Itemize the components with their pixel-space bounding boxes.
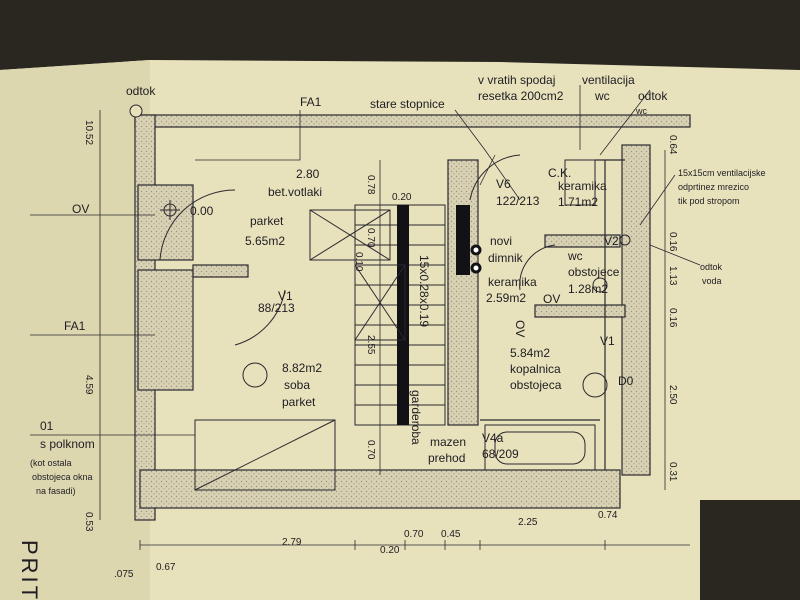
label-ck: C.K. [548,166,571,180]
label-stare-stopnice: stare stopnice [370,97,445,111]
label-stairs: 15x0.28x0.19 [417,255,431,327]
label-odtok-vode-2: voda [702,276,722,286]
label-v1-size: 88/213 [258,301,295,315]
dim-b-067: 0.67 [156,562,176,573]
label-h-280: 2.80 [296,167,320,181]
label-ventilacija: ventilacija [582,73,635,87]
dim-b-225: 2.25 [518,517,538,528]
label-ov-left: OV [72,202,89,216]
label-v1-right: V1 [600,334,615,348]
label-dd: D0 [618,374,634,388]
label-obstojece: obstojece [568,265,620,279]
dim-b-075: .075 [114,569,134,580]
label-soba: soba [284,378,310,392]
dim-r-016b: 0.16 [667,308,678,328]
paper-fold [0,60,150,600]
label-v6: V6 [496,177,511,191]
dim-b-045: 0.45 [441,529,461,540]
stair-beam-left [397,205,409,425]
label-s-polknom: s polknom [40,437,95,451]
label-novi: novi [490,234,512,248]
dim-b-279: 2.79 [282,537,302,548]
label-area-259: 2.59m2 [486,291,526,305]
label-dimnik: dimnik [488,251,524,265]
label-keramika-259: keramika [488,275,537,289]
label-o1: 01 [40,419,54,433]
label-kot-2: obstojeca okna [32,472,93,482]
dim-078: 0.78 [365,175,376,195]
label-v6-size: 122/213 [496,194,540,208]
dim-r-250: 2.50 [667,385,678,405]
interior-walls [192,159,626,470]
label-vent-note-1: 15x15cm ventilacijske [678,168,766,178]
dimension-lines [30,110,690,550]
dim-020: 0.20 [392,192,412,203]
dim-070a: 0.70 [365,228,376,248]
door-swings [159,154,556,346]
label-area-882: 8.82m2 [282,361,322,375]
label-ov-vert: OV [513,320,527,337]
label-level: 0.00 [190,204,214,218]
chimney-block [456,205,470,275]
label-vent-note-2: odprtinez mrezico [678,182,749,192]
dim-b-020: 0.20 [380,545,400,556]
dim-left-bot: 0.53 [83,512,94,532]
label-fa1-top: FA1 [300,95,322,109]
label-bet-votlaki: bet.votlaki [268,185,322,199]
dim-r-113: 1.13 [667,266,678,286]
wardrobe-box [194,419,336,491]
label-area-584: 5.84m2 [510,346,550,360]
dim-left-mid: 4.59 [83,375,94,395]
dim-r-016a: 0.16 [667,232,678,252]
label-parket2: parket [282,395,316,409]
label-area-171: 1.71m2 [558,195,598,209]
label-kopalnica: kopalnica [510,362,561,376]
label-ov-mid: OV [543,292,560,306]
label-parket: parket [250,214,284,228]
label-v4a: V4a [482,431,504,445]
bathroom-fixtures [129,104,631,471]
label-vent-note-3: tik pod stropom [678,196,740,206]
label-odtok-tr: odtok [638,89,668,103]
label-pritl: PRITLI [17,540,42,600]
dim-255: 2.55 [365,335,376,355]
label-wc-top: wc [594,89,610,103]
leader-lines [195,85,701,266]
dim-r-031: 0.31 [667,462,678,482]
label-kot-1: (kot ostala [30,458,72,468]
label-obstojeca: obstojeca [510,378,562,392]
label-wc-obstojece: wc [567,249,583,263]
label-wc-tr: wc [635,106,647,116]
label-area-128: 1.28m2 [568,282,608,296]
label-odtok-vode-1: odtok [700,262,723,272]
dim-r-064: 0.64 [667,135,678,155]
dim-b-070: 0.70 [404,529,424,540]
label-area-565: 5.65m2 [245,234,285,248]
dim-b-074: 0.74 [598,510,618,521]
label-keramika-171: keramika [558,179,607,193]
label-v-vratih-2: resetka 200cm2 [478,89,564,103]
exterior-walls [134,114,691,521]
chimney-flue-1 [470,244,482,256]
label-prehod: prehod [428,451,465,465]
label-garderoba: garderoba [409,390,423,445]
label-v4a-size: 68/209 [482,447,519,461]
chimney-flue-2 [470,262,482,274]
label-v-vratih-1: v vratih spodaj [478,73,555,87]
label-v2: V2 [604,234,619,248]
background-corner [700,500,800,600]
label-mazen: mazen [430,435,466,449]
label-odtok-top: odtok [126,84,156,98]
dim-070b: 0.70 [365,440,376,460]
label-fa1-left: FA1 [64,319,86,333]
dim-left-top: 10.52 [83,120,94,145]
dim-010: 0.10 [353,252,364,272]
label-v1: V1 [278,289,293,303]
label-kot-3: na fasadi) [36,486,76,496]
